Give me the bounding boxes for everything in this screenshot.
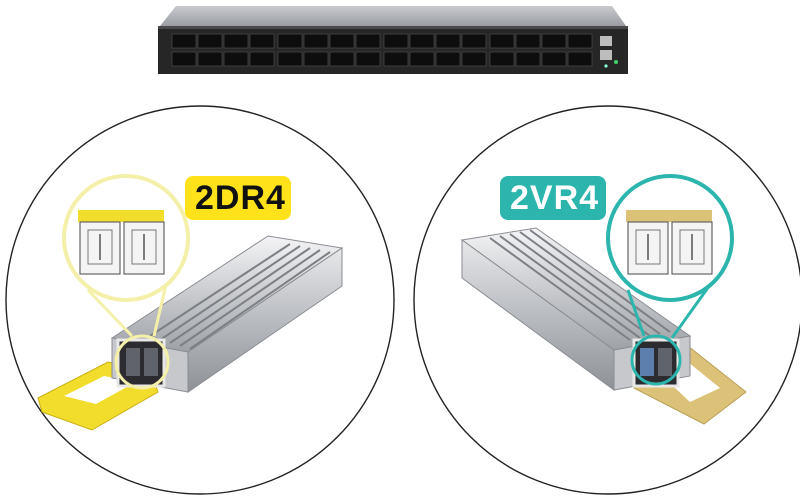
badge-2dr4: 2DR4 [185,176,291,220]
connector-ports-zoom-right [606,174,734,339]
osfp-module-2vr4-image [460,227,747,425]
connector-ports-zoom-left [62,174,190,338]
osfp-module-2dr4-image [37,235,344,431]
badge-2vr4: 2VR4 [500,176,606,220]
network-switch-image [158,6,628,74]
